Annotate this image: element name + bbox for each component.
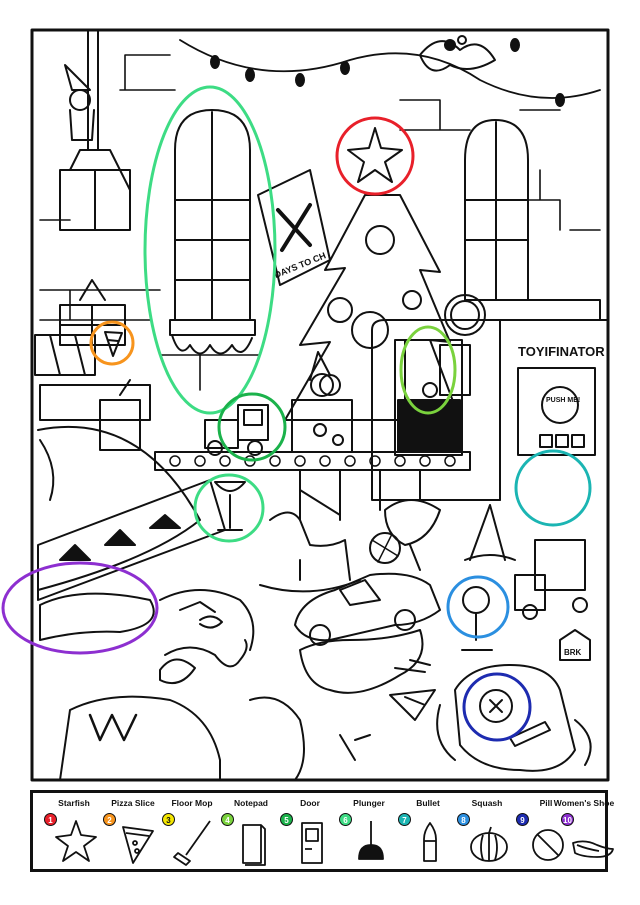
arched-window-right <box>464 119 529 301</box>
legend-label: Pizza Slice <box>111 798 155 808</box>
legend-number-badge: 8 <box>457 813 470 826</box>
toy-ball <box>369 532 401 564</box>
legend-number-badge: 9 <box>516 813 529 826</box>
womens-shoe-icon <box>572 840 614 858</box>
legend-label: Starfish <box>58 798 90 808</box>
scissors <box>394 659 431 673</box>
legend-item-squash: Squash 8 <box>457 797 515 862</box>
door-icon <box>301 822 323 864</box>
womens-shoe-hidden <box>39 592 155 641</box>
machine-sign: TOYIFINATOR <box>518 344 605 359</box>
legend-number-badge: 5 <box>280 813 293 826</box>
legend-item-womens-shoe: Women's Shoe 10 <box>554 797 615 858</box>
jack-in-box-elf <box>461 504 516 651</box>
legend-label: Floor Mop <box>171 798 213 808</box>
highlight-pill <box>462 672 532 742</box>
hammer <box>339 734 371 761</box>
wizard-face <box>159 589 255 684</box>
squash-icon <box>470 826 508 862</box>
highlight-womens-shoe <box>1 561 159 655</box>
legend-number-badge: 10 <box>561 813 574 826</box>
push-me-button-text: PUSH ME! <box>546 397 580 404</box>
toy-truck <box>204 404 269 456</box>
legend-number-badge: 2 <box>103 813 116 826</box>
legend-label: Women's Shoe <box>553 798 615 808</box>
legend-label: Pill <box>539 798 553 808</box>
legend-number-badge: 1 <box>44 813 57 826</box>
highlight-door <box>217 392 287 462</box>
plunger-icon <box>358 821 384 860</box>
small-sign-text: BRK <box>564 648 582 657</box>
legend-item-pill: Pill 9 <box>516 797 574 861</box>
legend-item-plunger: Plunger 6 <box>339 797 397 860</box>
pizza-slice-hidden <box>104 331 123 357</box>
found-item-highlights <box>1 85 592 742</box>
items-to-find-legend: Starfish 1 Pizza Slice 2 Floor Mop 3 Not… <box>30 790 614 872</box>
presents-stack <box>34 279 151 451</box>
string-lights <box>179 39 601 99</box>
legend-item-door: Door 5 <box>280 797 338 864</box>
highlight-starfish <box>335 116 415 196</box>
legend-item-floor-mop: Floor Mop 3 <box>162 797 220 866</box>
light-bulbs <box>210 38 565 107</box>
pizza-slice-icon <box>122 826 154 864</box>
legend-label: Squash <box>471 798 503 808</box>
legend-item-starfish: Starfish 1 <box>44 797 102 862</box>
small-sign <box>559 629 591 661</box>
umbrella-toy <box>384 499 441 571</box>
starfish-icon <box>55 820 97 862</box>
floor-mop-icon <box>173 820 211 866</box>
starfish-tree-topper <box>347 127 403 183</box>
goblet <box>214 481 246 531</box>
conveyor-belt <box>154 451 471 521</box>
holly-decoration <box>419 35 496 72</box>
legend-number-badge: 3 <box>162 813 175 826</box>
highlight-squash <box>446 575 510 639</box>
highlight-pizza-slice <box>89 320 135 366</box>
legend-item-notepad: Notepad 4 <box>221 797 279 866</box>
paper-plane <box>389 689 436 721</box>
toy-truck-right <box>514 539 588 620</box>
arched-window-left <box>169 109 256 355</box>
legend-item-pizza-slice: Pizza Slice 2 <box>103 797 161 864</box>
legend-item-bullet: Bullet 7 <box>398 797 456 862</box>
hidden-object-scene: DAYS TO CH TOYIFINATOR PUSH ME! <box>1 28 610 782</box>
legend-label: Plunger <box>353 798 385 808</box>
wizard-body <box>59 695 305 781</box>
scene-frame <box>30 28 610 782</box>
toy-car <box>294 572 441 646</box>
legend-label: Notepad <box>234 798 268 808</box>
elf-on-conveyor <box>291 351 353 453</box>
legend-number-badge: 4 <box>221 813 234 826</box>
bullet-icon <box>423 822 437 862</box>
highlight-plunger <box>193 473 265 543</box>
highlight-bullet <box>514 449 592 527</box>
legend-label: Door <box>300 798 320 808</box>
elf-on-pole <box>59 29 131 231</box>
highlight-notepad <box>399 325 457 415</box>
legend-number-badge: 6 <box>339 813 352 826</box>
rocking-horse <box>259 511 361 593</box>
remote-control <box>436 664 592 772</box>
legend-label: Bullet <box>416 798 440 808</box>
legend-number-badge: 7 <box>398 813 411 826</box>
notepad-icon <box>242 824 266 866</box>
wizard-hat <box>37 425 226 601</box>
pill-icon <box>532 829 564 861</box>
toyifinator-machine: TOYIFINATOR PUSH ME! <box>371 294 609 501</box>
hand-holding-car <box>299 629 424 694</box>
highlight-floor-mop <box>143 85 277 415</box>
